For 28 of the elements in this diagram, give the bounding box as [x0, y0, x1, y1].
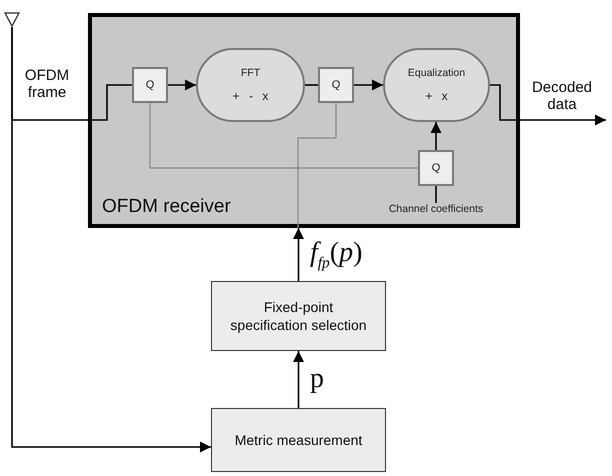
receiver-block	[88, 13, 520, 228]
block-title: OFDM receiver	[102, 196, 231, 218]
arrow	[11, 27, 211, 452]
process-name: FFT	[240, 67, 260, 79]
connector-line	[435, 186, 437, 203]
edge-label: OFDM frame	[24, 68, 70, 101]
quantizer-box: Q	[318, 67, 354, 103]
connector-line	[297, 103, 337, 228]
process-box: Fixed-point specification selection	[211, 281, 386, 351]
arrow	[168, 80, 196, 90]
arrow	[490, 84, 606, 126]
antenna-icon	[4, 12, 20, 27]
quantizer-box: Q	[418, 150, 454, 186]
annotation-text: Channel coefficients	[366, 203, 506, 221]
process-name: Equalization	[408, 67, 466, 79]
arrow	[354, 80, 383, 90]
connector-line	[149, 103, 418, 169]
edge-label: Decoded data	[530, 80, 594, 113]
edge-label: f$_{fp}$(p)	[310, 238, 364, 273]
edge-label: p	[310, 364, 325, 395]
operator-list: + - x	[232, 89, 268, 103]
arrow	[430, 122, 442, 150]
quantizer-box: Q	[132, 67, 168, 103]
arrow	[293, 351, 304, 408]
connector-line	[305, 84, 318, 86]
arrow	[293, 228, 304, 281]
operator-list: + x	[425, 89, 448, 103]
process-box: Metric measurement	[211, 408, 386, 472]
